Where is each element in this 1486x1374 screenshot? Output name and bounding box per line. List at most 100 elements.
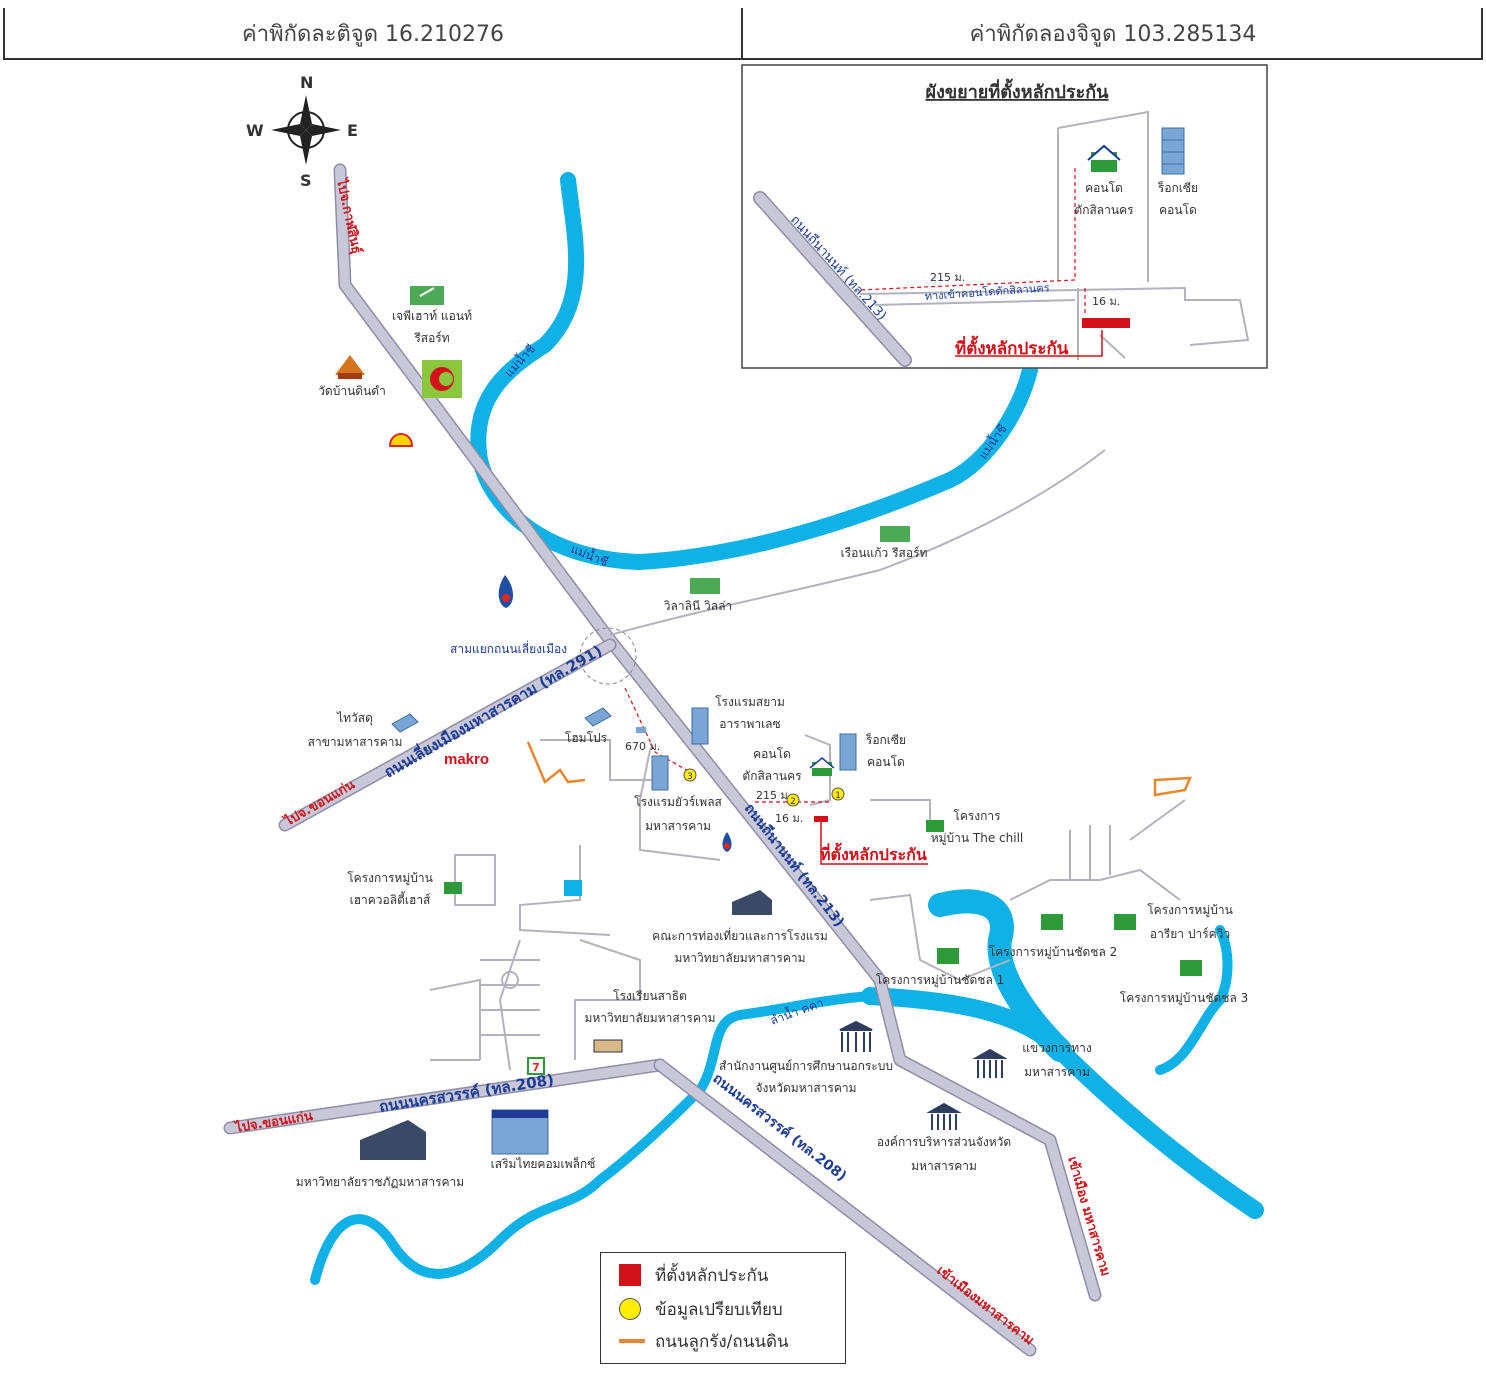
siam-hotel-line2: อาราพาเลซ	[719, 717, 780, 731]
condo-line1: คอนโด	[753, 747, 791, 761]
villa-label: วิลาลินี วิลล่า	[664, 599, 733, 613]
the-chill-line1: โครงการ	[953, 809, 1001, 823]
compass: N S E W	[246, 73, 358, 190]
government-building-icon	[972, 1048, 1008, 1078]
house-icon	[1041, 914, 1063, 930]
village-line1: โครงการหมู่บ้าน	[347, 871, 433, 886]
comparison-swatch-icon	[619, 1298, 641, 1320]
mall-building-icon	[491, 1109, 549, 1155]
major-roads	[223, 163, 1102, 1357]
wat-label: วัดบ้านดินดำ	[318, 384, 386, 398]
inset-condo1-line1: คอนโด	[1085, 181, 1123, 195]
legend-row-laterite: ถนนลูกรัง/ถนนดิน	[619, 1327, 789, 1355]
junction-label: สามแยกถนนเลี่ยงเมือง	[450, 640, 567, 656]
charoen-3-label: โครงการหมู่บ้านชัดชล 3	[1120, 991, 1249, 1006]
inset-condo2-line2: คอนโด	[1159, 203, 1197, 217]
minor-roads	[429, 449, 1186, 1071]
road-bypass-291: ถนนเลี่ยงเมืองมหาสารคาม (ทล.291)	[380, 640, 605, 782]
small-building-icon	[636, 727, 646, 733]
house-icon	[1114, 914, 1136, 930]
bigc-logo-icon	[422, 360, 462, 398]
inset-collateral-label: ที่ตั้งหลักประกัน	[955, 335, 1069, 359]
school-line2: มหาวิทยาลัยมหาสารคาม	[584, 1011, 715, 1025]
hotel2-line1: โรงแรมยัวร์เพลส	[634, 795, 722, 809]
comparison-marker-1: 1	[831, 787, 845, 801]
government-building-icon	[839, 1020, 873, 1052]
inset-title: ผังขยายที่ตั้งหลักประกัน	[926, 78, 1110, 103]
pao-line2: มหาสารคาม	[911, 1159, 977, 1173]
latitude-label: ค่าพิกัดละติจูด 16.210276	[5, 8, 743, 58]
resort-icon	[690, 578, 720, 594]
office-line2: จังหวัดมหาสารคาม	[755, 1081, 856, 1095]
shell-logo-icon	[388, 433, 414, 447]
jp-house-line1: เจพีเฮาท์ แอนท์	[392, 309, 472, 323]
thaiwatsadu-line1: ไทวัสดุ	[336, 711, 373, 726]
compass-w: W	[246, 121, 264, 140]
collateral-label: ที่ตั้งหลักประกัน	[820, 842, 927, 864]
laterite-roads	[526, 741, 1192, 797]
house-icon	[1087, 144, 1121, 172]
school-line1: โรงเรียนสาธิต	[613, 989, 687, 1003]
condo-line2: ตักสิลานคร	[742, 769, 802, 783]
river-label-3: แม่น้ำชี	[569, 540, 611, 569]
river-east-branch	[928, 889, 1072, 1062]
rajabhat-label: มหาวิทยาลัยราชภัฏมหาสารคาม	[296, 1175, 464, 1189]
siam-hotel-line1: โรงแรมสยาม	[715, 695, 785, 709]
inset-collateral-marker	[1082, 318, 1130, 328]
inset-condo2-line1: ร็อกเซีย	[1157, 180, 1198, 195]
river-east-branch-2	[1155, 925, 1233, 1075]
legend-laterite-label: ถนนลูกรัง/ถนนดิน	[655, 1331, 789, 1352]
serm-thai-label: เสริมไทยคอมเพล็กซ์	[491, 1156, 596, 1171]
ptt-logo-icon	[722, 832, 732, 852]
ptt-logo-icon	[498, 575, 514, 608]
village-line2: เฮาควอลิตี้เฮาส์	[350, 891, 431, 907]
office-building-icon	[732, 890, 772, 915]
highway-line2: มหาสารคาม	[1024, 1065, 1090, 1079]
resort-icon	[410, 286, 444, 307]
road-to-khonkaen: ไปจ.ขอนแก่น	[280, 776, 358, 831]
road-to-khonkaen-2: ไปจ.ขอนแก่น	[232, 1107, 314, 1136]
the-chill-line2: หมู่บ้าน The chill	[931, 831, 1024, 846]
laterite-swatch-icon	[619, 1339, 645, 1343]
ariya-line2: อารียา ปาร์ควิว	[1150, 927, 1230, 941]
road-to-city-2: เข้าเมืองมหาสารคาม	[934, 1263, 1038, 1349]
jp-house-line2: รีสอร์ท	[414, 331, 450, 345]
makro-label: makro	[444, 751, 489, 768]
ariya-line1: โครงการหมู่บ้าน	[1147, 903, 1233, 918]
warehouse-icon	[584, 707, 612, 727]
river-chi	[470, 172, 1038, 570]
house-icon	[937, 948, 959, 964]
pond-square	[564, 880, 582, 896]
temple-icon	[335, 355, 365, 379]
house-icon	[444, 882, 462, 894]
hotel2-line2: มหาสารคาม	[645, 819, 711, 833]
house-icon	[1180, 960, 1202, 976]
legend-comparison-label: ข้อมูลเปรียบเทียบ	[655, 1299, 783, 1320]
house-icon	[809, 757, 835, 776]
warehouse-icon	[391, 713, 419, 733]
river-label-4: ลำน้ำ คคา	[768, 994, 826, 1028]
svg-text:3: 3	[687, 772, 693, 782]
longitude-label: ค่าพิกัดลองจิจูด 103.285134	[969, 21, 1257, 47]
rocksia-line2: คอนโด	[867, 755, 905, 769]
seven-eleven-logo-icon: 7	[527, 1057, 545, 1075]
river-south	[310, 991, 875, 1285]
dist-670: 670 ม.	[625, 740, 660, 753]
home-pro-label: โฮมโปร	[565, 731, 608, 745]
compass-s: S	[300, 171, 312, 190]
government-building-icon	[926, 1102, 962, 1130]
svg-text:1: 1	[835, 791, 841, 801]
inset-dist-16: 16 ม.	[1092, 295, 1120, 308]
office-line1: สำนักงานศูนย์การศึกษานอกระบบ	[719, 1059, 893, 1074]
thaiwatsadu-line2: สาขามหาสารคาม	[308, 735, 403, 749]
inset-dist-215: 215 ม.	[930, 271, 965, 284]
rocksia-line1: ร็อกเซีย	[865, 732, 906, 747]
dist-16: 16 ม.	[775, 812, 803, 825]
map-legend: ที่ตั้งหลักประกัน ข้อมูลเปรียบเทียบ ถนนล…	[600, 1252, 846, 1364]
collateral-swatch-icon	[619, 1264, 641, 1286]
svg-text:2: 2	[790, 797, 796, 807]
university-building-icon	[360, 1120, 426, 1160]
inset-map: ผังขยายที่ตั้งหลักประกัน ถนนถีนานนท์ (ทล…	[741, 64, 1268, 369]
house-icon	[926, 820, 944, 832]
